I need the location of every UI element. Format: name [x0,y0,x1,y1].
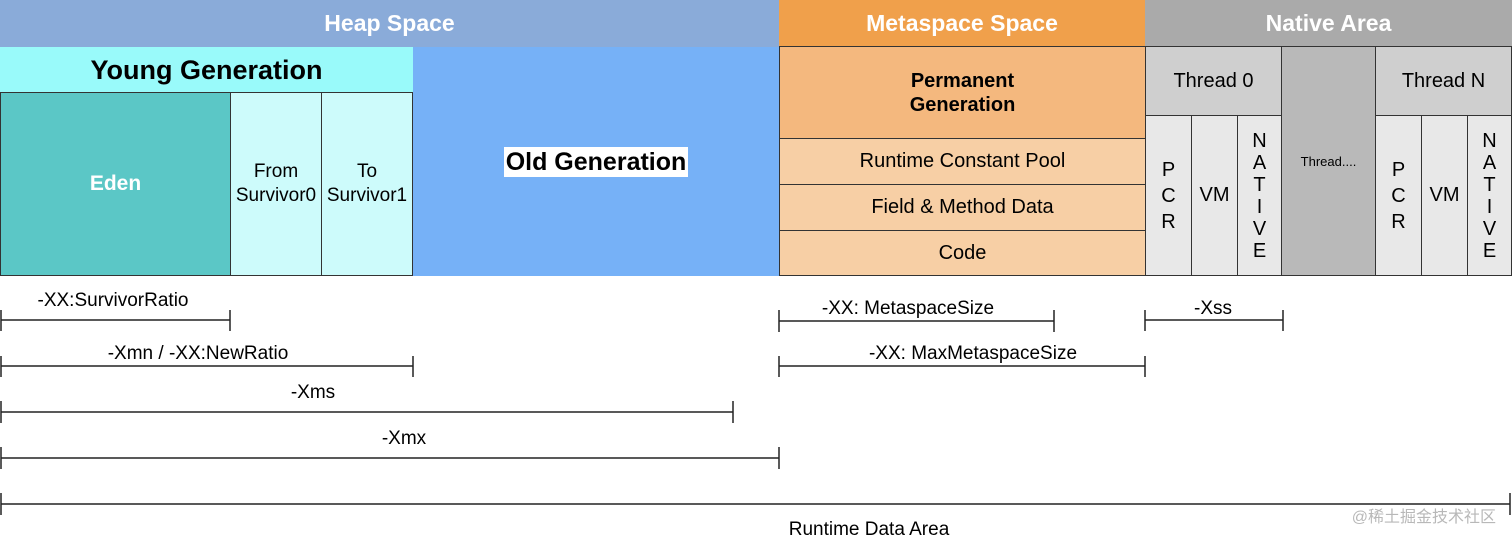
xmx-bracket [0,447,780,469]
permanent-generation: Permanent Generation [779,46,1146,139]
old-generation-label: Old Generation [503,146,689,177]
runtime-data-area-bracket [0,493,1511,515]
survivor-ratio-label: -XX:SurvivorRatio [37,290,189,311]
survivor-ratio-bracket [0,310,231,331]
native-area-header: Native Area [1145,0,1512,47]
to-survivor-line1: To [356,161,378,182]
young-generation-header: Young Generation [0,47,413,93]
heap-space-title: Heap Space [324,10,455,36]
to-survivor-space: To Survivor1 [321,92,413,276]
to-survivor-line2: Survivor1 [326,185,408,206]
pcr-letter: R [1161,210,1176,233]
native-letter: V [1252,217,1267,240]
xss-label: -Xss [1194,298,1232,319]
field-method-data: Field & Method Data [779,184,1146,231]
old-generation-space: Old Generation [413,47,779,276]
xms-bracket [0,401,734,423]
native-letter: A [1482,151,1497,174]
thread-more-label: Thread.... [1300,153,1357,169]
threadN-native-stack: N A T I V E [1467,115,1512,276]
max-metaspace-size-bracket [778,356,1146,377]
thread0-label: Thread 0 [1173,69,1254,92]
field-method-data-label: Field & Method Data [871,196,1054,218]
thread0-native-stack: N A T I V E [1237,115,1282,276]
metaspace-title: Metaspace Space [866,10,1058,36]
eden-label: Eden [89,172,142,195]
pcr-letter: C [1161,184,1176,207]
xmx-label: -Xmx [381,428,427,449]
native-letter: V [1482,217,1497,240]
native-letter: N [1252,129,1267,152]
thread0-vm-label: VM [1199,184,1230,206]
runtime-data-area-label: Runtime Data Area [788,519,950,540]
max-metaspace-size-label: -XX: MaxMetaspaceSize [868,343,1078,364]
threadN-label: Thread N [1401,69,1486,92]
xmn-bracket [0,356,414,377]
native-letter: T [1483,173,1496,196]
from-survivor-line2: Survivor0 [235,185,317,206]
runtime-constant-pool-label: Runtime Constant Pool [859,150,1066,172]
native-letter: A [1252,151,1267,174]
permanent-generation-line2: Generation [909,93,1016,116]
pcr-letter: C [1391,184,1406,207]
permanent-generation-line1: Permanent [910,69,1015,92]
native-letter: T [1253,173,1266,196]
xss-bracket [1144,310,1284,331]
native-area-title: Native Area [1265,10,1392,36]
threadN-pc-register: P C R [1375,115,1422,276]
young-generation-label: Young Generation [90,54,323,85]
xmn-label: -Xmn / -XX:NewRatio [107,343,289,364]
from-survivor-space: From Survivor0 [230,92,322,276]
thread0-vm-stack: VM [1191,115,1238,276]
metaspace-size-label: -XX: MetaspaceSize [821,298,995,319]
metaspace-size-bracket [778,310,1055,332]
native-letter: N [1482,129,1497,152]
native-letter: I [1486,195,1493,218]
metaspace-header: Metaspace Space [779,0,1145,47]
pcr-letter: P [1391,158,1406,181]
from-survivor-line1: From [253,161,299,182]
code-area: Code [779,230,1146,276]
threadN-vm-label: VM [1429,184,1460,206]
xms-label: -Xms [290,382,336,403]
runtime-constant-pool: Runtime Constant Pool [779,138,1146,185]
native-letter: E [1252,239,1267,262]
native-letter: E [1482,239,1497,262]
threadN-vm-stack: VM [1421,115,1468,276]
pcr-letter: R [1391,210,1406,233]
thread-more-column: Thread.... [1281,46,1376,276]
thread0-pc-register: P C R [1145,115,1192,276]
code-label: Code [938,241,987,264]
pcr-letter: P [1161,158,1176,181]
eden-space: Eden [0,92,231,276]
native-letter: I [1256,195,1263,218]
threadN-header: Thread N [1375,46,1512,116]
watermark: @稀土掘金技术社区 [1351,509,1496,526]
heap-space-header: Heap Space [0,0,779,47]
